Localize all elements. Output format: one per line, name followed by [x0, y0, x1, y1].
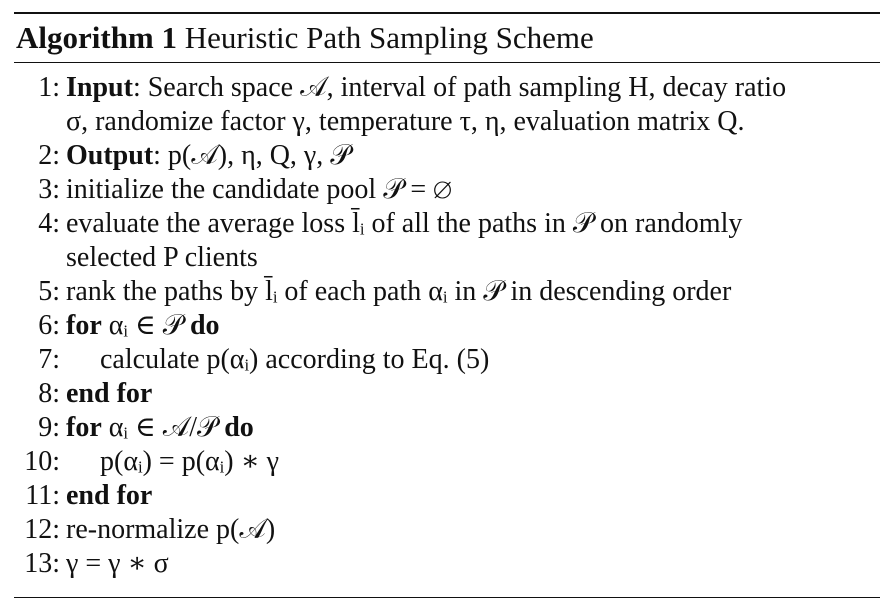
algorithm-line-2: 2: Output: p(𝒜), η, Q, γ, 𝒫 — [14, 139, 880, 173]
top-rule — [14, 12, 880, 14]
line-text: αᵢ ∈ 𝒫 — [101, 310, 190, 341]
line-number: 10: — [24, 446, 60, 477]
algorithm-line-5: 5: rank the paths by l̄ᵢ of each path αᵢ… — [14, 275, 880, 309]
line-number: 4: — [38, 208, 60, 239]
line-number: 9: — [38, 412, 60, 443]
line-number: 7: — [38, 344, 60, 375]
line-number: 13: — [24, 548, 60, 579]
algorithm-line-8: 8: end for — [14, 377, 880, 411]
algorithm-box: Algorithm 1 Heuristic Path Sampling Sche… — [14, 12, 880, 581]
line-number: 11: — [25, 480, 60, 511]
line-text: γ = γ ∗ σ — [66, 548, 169, 579]
algorithm-line-13: 13: γ = γ ∗ σ — [14, 547, 880, 581]
line-text: rank the paths by l̄ᵢ of each path αᵢ in… — [66, 276, 732, 307]
line-number: 12: — [24, 514, 60, 545]
algorithm-title: Algorithm 1 Heuristic Path Sampling Sche… — [14, 14, 880, 56]
line-text: σ, randomize factor γ, temperature τ, η,… — [66, 106, 745, 137]
algorithm-line-1: 1: Input: Search space 𝒜, interval of pa… — [14, 71, 880, 105]
algorithm-line-10: 10: p(αᵢ) = p(αᵢ) ∗ γ — [14, 445, 880, 479]
algorithm-name: Heuristic Path Sampling Scheme — [184, 20, 594, 55]
algorithm-line-4: 4: evaluate the average loss l̄ᵢ of all … — [14, 207, 880, 241]
keyword: Input — [66, 72, 133, 103]
keyword: end for — [66, 480, 153, 511]
keyword: do — [224, 412, 254, 443]
line-text: evaluate the average loss l̄ᵢ of all the… — [66, 208, 743, 239]
line-text: re-normalize p(𝒜) — [66, 514, 276, 545]
keyword: end for — [66, 378, 153, 409]
algorithm-line-7: 7: calculate p(αᵢ) according to Eq. (5) — [14, 343, 880, 377]
title-rule — [14, 62, 880, 63]
keyword: do — [189, 310, 220, 341]
bottom-rule — [14, 597, 880, 598]
algorithm-lines: 1: Input: Search space 𝒜, interval of pa… — [14, 71, 880, 581]
line-text: p(αᵢ) = p(αᵢ) ∗ γ — [100, 446, 279, 477]
line-number: 8: — [38, 378, 60, 409]
algorithm-line-9: 9: for αᵢ ∈ 𝒜/𝒫 do — [14, 411, 880, 445]
keyword: for — [66, 310, 102, 341]
line-text: calculate p(αᵢ) according to Eq. (5) — [100, 344, 490, 375]
line-text: : p(𝒜), η, Q, γ, 𝒫 — [153, 140, 351, 171]
algorithm-line-3: 3: initialize the candidate pool 𝒫 = ∅ — [14, 173, 880, 207]
keyword: for — [66, 412, 102, 443]
line-text: : Search space 𝒜, interval of path sampl… — [132, 72, 787, 103]
algorithm-label: Algorithm 1 — [16, 20, 178, 55]
algorithm-line-6: 6: for αᵢ ∈ 𝒫 do — [14, 309, 880, 343]
algorithm-line-1-cont: σ, randomize factor γ, temperature τ, η,… — [14, 105, 880, 139]
line-number: 3: — [38, 174, 60, 205]
line-number: 5: — [38, 276, 60, 307]
algorithm-line-11: 11: end for — [14, 479, 880, 513]
line-number: 6: — [38, 310, 60, 341]
keyword: Output — [66, 140, 154, 171]
line-number: 2: — [38, 140, 60, 171]
algorithm-line-4-cont: selected P clients — [14, 241, 880, 275]
line-text: selected P clients — [66, 242, 258, 273]
line-number: 1: — [38, 72, 60, 103]
algorithm-line-12: 12: re-normalize p(𝒜) — [14, 513, 880, 547]
line-text: initialize the candidate pool 𝒫 = ∅ — [66, 174, 452, 205]
line-text: αᵢ ∈ 𝒜/𝒫 — [101, 412, 225, 443]
